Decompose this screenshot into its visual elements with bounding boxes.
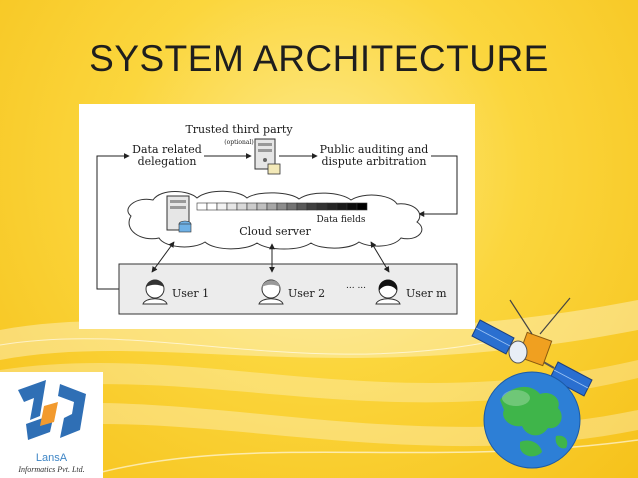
satellite-icon: [471, 297, 593, 397]
tpa-server-icon: [254, 138, 281, 175]
user-2-label: User 2: [288, 287, 325, 300]
users-box: [118, 263, 458, 315]
data-fields-strip: [196, 202, 368, 211]
logo-name: LansA: [35, 452, 68, 464]
tpa-optional-label: (optional): [224, 139, 253, 146]
data-fields-label: Data fields: [316, 215, 365, 225]
user-m-label: User m: [406, 287, 447, 300]
company-logo: LansA Informatics Pvt. Ltd.: [0, 372, 103, 478]
cloud-server-icon: [166, 195, 192, 233]
cloud-server-label: Cloud server: [239, 225, 311, 238]
auditing-label-line2: dispute arbitration: [321, 155, 426, 168]
globe-icon: [483, 371, 581, 469]
satellite-globe-illustration: [471, 297, 593, 469]
users-to-delegation-line: [96, 153, 130, 290]
tpa-label: Trusted third party: [185, 123, 293, 136]
delegation-label-line2: delegation: [138, 155, 197, 168]
cloud-userm-arrow: [370, 241, 390, 273]
logo-tagline: Informatics Pvt. Ltd.: [18, 465, 85, 474]
user-1-icon: [142, 279, 168, 305]
auditing-label-line1: Public auditing and: [320, 143, 429, 156]
cloud-user1-arrow: [151, 241, 175, 273]
architecture-diagram: Trusted third party (optional) Data rela…: [79, 104, 475, 329]
user-1-label: User 1: [172, 287, 209, 300]
slide-title: SYSTEM ARCHITECTURE: [89, 38, 549, 79]
user-2-icon: [258, 279, 284, 305]
logo-mark-icon: [18, 380, 86, 440]
delegation-label-line1: Data related: [132, 143, 202, 156]
users-ellipsis: ... ...: [346, 281, 366, 291]
auditing-to-cloud-line: [418, 155, 458, 217]
user-m-icon: [375, 279, 401, 305]
